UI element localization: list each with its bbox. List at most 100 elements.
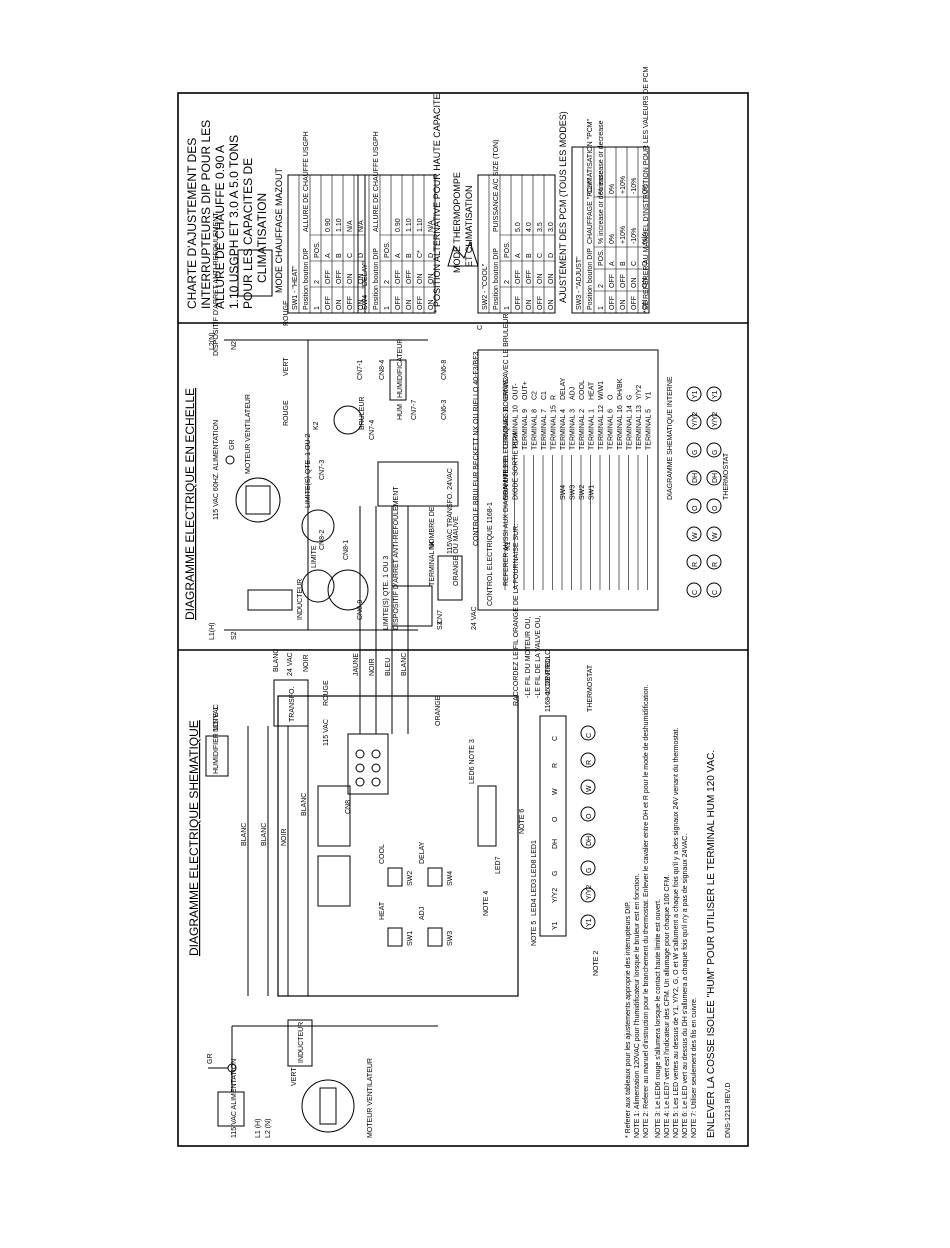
ladder-cn8-4: CN8-4	[379, 360, 386, 380]
ladder-inducteur	[247, 589, 293, 611]
ladder-title: DIAGRAMME ELECTRIQUE EN ECHELLE	[183, 388, 197, 620]
schem-tstat-terminal	[580, 752, 596, 768]
ladder-humidificateur: HUMIDIFICATEUR	[397, 339, 404, 398]
schem-blanc-tr: BLANC	[273, 649, 280, 672]
ladder-dispositif-label: DISPOSITIF D'ARRET ANTI-REFOULEMENT	[393, 486, 400, 630]
note-3: NOTE 3: Le LED6 rouge s'allumera lorsque…	[655, 899, 662, 1138]
ladder-tstat-label: R	[692, 562, 699, 567]
ladder-row-note: SW4	[560, 485, 567, 500]
schem-refer: REFERER AUSSI AUX DIAGRAMMES ELECTRIQUES…	[503, 313, 510, 586]
table-cell: N/A	[642, 232, 649, 244]
schem-limite-label: LIMITE	[311, 545, 318, 568]
table-cell: C	[631, 261, 638, 266]
ladder-control-label: CONTROL ELECTRIQUE 1168-1	[487, 502, 494, 606]
ladder-tstat-terminal	[686, 386, 702, 402]
chart-mode-cool-l2: ET CLIMATISATION	[464, 185, 474, 267]
ladder-row-label: C2	[532, 391, 539, 400]
note-7: NOTE 7: Utiliser seulement des fils en c…	[691, 997, 698, 1138]
table-cell: 1.10	[406, 218, 413, 232]
schem-supply: 115 VAC ALIMENTATION	[231, 1059, 238, 1138]
ladder-transfo-label: 115VAC TRANSFO. 24VAC	[447, 468, 454, 554]
schem-tstat-label: Y1	[586, 918, 593, 927]
chart-adj-title: AJUSTEMENT DES PCM (TOUS LES MODES)	[558, 111, 568, 303]
ladder-k1: K1	[505, 541, 512, 550]
ladder-tstat-label: Y/Y2	[712, 412, 719, 427]
schem-sw3-label: SW3	[447, 931, 454, 946]
schem-rouge-3: ROUGE	[283, 400, 290, 426]
schem-motor-label: MOTEUR VENTILATEUR	[367, 1058, 374, 1138]
ladder-cn6-3: CN6-3	[441, 400, 448, 420]
schem-sw2	[387, 867, 403, 887]
schem-cn7	[391, 585, 433, 627]
note-docnum: DNS-1213 REV.D	[725, 1083, 732, 1138]
cn8-pin	[371, 777, 381, 787]
schem-sw1-label: SW1	[407, 931, 414, 946]
table-frame	[477, 174, 556, 314]
ladder-tstat-label: C	[712, 590, 719, 595]
chart-title-l5: POUR LES CAPACITES DE	[241, 158, 255, 309]
schem-thermostat: THERMOSTAT	[587, 664, 594, 712]
sw3-table: SW3 - "ADJUST"Position bouton DIPCHAUFFA…	[571, 118, 650, 314]
table-cell: A	[609, 261, 616, 266]
table-cell: N/A	[428, 220, 435, 232]
cn8-pin	[355, 763, 365, 773]
table-cell: C	[537, 253, 544, 258]
ladder-tstat-terminal	[706, 526, 722, 542]
schem-limit	[301, 569, 335, 603]
sw2-table: SW2 - "COOL"Position bouton DIPPUISSANCE…	[477, 140, 556, 314]
ladder-tstat-label: G	[692, 450, 699, 455]
schem-noir-tr: NOIR	[303, 655, 310, 673]
table-cell: A	[515, 253, 522, 258]
schem-notes: * Referer aux tableaux pour les ajusteme…	[625, 684, 732, 1138]
ladder-moteur-label: MOTEUR VENTILATEUR	[245, 394, 252, 474]
ladder-tstat-label: O	[692, 505, 699, 511]
ladder-tstat-label: Y1	[712, 390, 719, 399]
table-cell: +10%	[620, 226, 627, 244]
table-cell: A	[325, 253, 332, 258]
table-cell: B	[620, 261, 627, 266]
cn8-pin	[371, 749, 381, 759]
table-cell: 1.10	[417, 218, 424, 232]
table-cell: OFF	[631, 296, 638, 310]
schem-transfo	[273, 679, 309, 727]
schem-humidifier	[205, 735, 229, 777]
table-header: ALLURE DE CHAUFFE USGPH	[373, 131, 380, 232]
table-subheader: POS.	[314, 241, 321, 258]
ladder-control-block	[477, 349, 659, 611]
ladder-panel-content: DIAGRAMME ELECTRIQUE EN ECHELLE L1(H) L2…	[183, 325, 730, 640]
table-cell: ON	[336, 300, 343, 311]
schem-bleu: BLEU	[385, 658, 392, 676]
schem-controle: CONTROLE BRULEUR BECKETT NX OU RIELLO 40…	[473, 352, 480, 546]
schem-sw2-label: SW2	[407, 871, 414, 886]
note-1: NOTE 1: Alimentation 120VAC pour l'humid…	[634, 873, 641, 1138]
ladder-interne: DIAGRAMME SHEMATIQUE INTERNE	[667, 376, 674, 500]
ladder-row-terminal: TERMINAL 2	[579, 409, 586, 450]
table-cell: OFF	[395, 296, 402, 310]
schem-note5: NOTE 5	[531, 921, 538, 946]
table-cell: 0.90	[395, 218, 402, 232]
ladder-cn7-7: CN7-7	[411, 400, 418, 420]
ladder-s2: S2	[231, 631, 238, 640]
ladder-tstat-label: Y/Y2	[692, 412, 699, 427]
ladder-row-terminal: TERMINAL 8	[532, 409, 539, 450]
ladder-row-terminal: TERMINAL 12	[598, 405, 605, 450]
ladder-tstat-terminal	[706, 582, 722, 598]
table-cell: +10%	[620, 176, 627, 194]
ladder-tstat-terminal	[706, 386, 722, 402]
schem-switch-box	[217, 1091, 245, 1127]
schem-cool-label: COOL	[379, 844, 386, 864]
table-cell: OFF	[515, 270, 522, 284]
table-cell: 5.0	[515, 222, 522, 232]
table-subheader: POS.	[598, 249, 605, 266]
table-cell: OFF	[515, 296, 522, 310]
ladder-tstat-terminal	[686, 526, 702, 542]
schem-tstat-label: Y/Y2	[586, 885, 593, 900]
table-cell: C*	[417, 250, 424, 258]
table-frame	[357, 174, 436, 314]
ladder-tstat-label: O	[712, 505, 719, 511]
table-cell: D	[642, 261, 649, 266]
table-header: CHAUFFAGE "PCM"	[587, 178, 594, 244]
table-cell: ON	[417, 274, 424, 285]
